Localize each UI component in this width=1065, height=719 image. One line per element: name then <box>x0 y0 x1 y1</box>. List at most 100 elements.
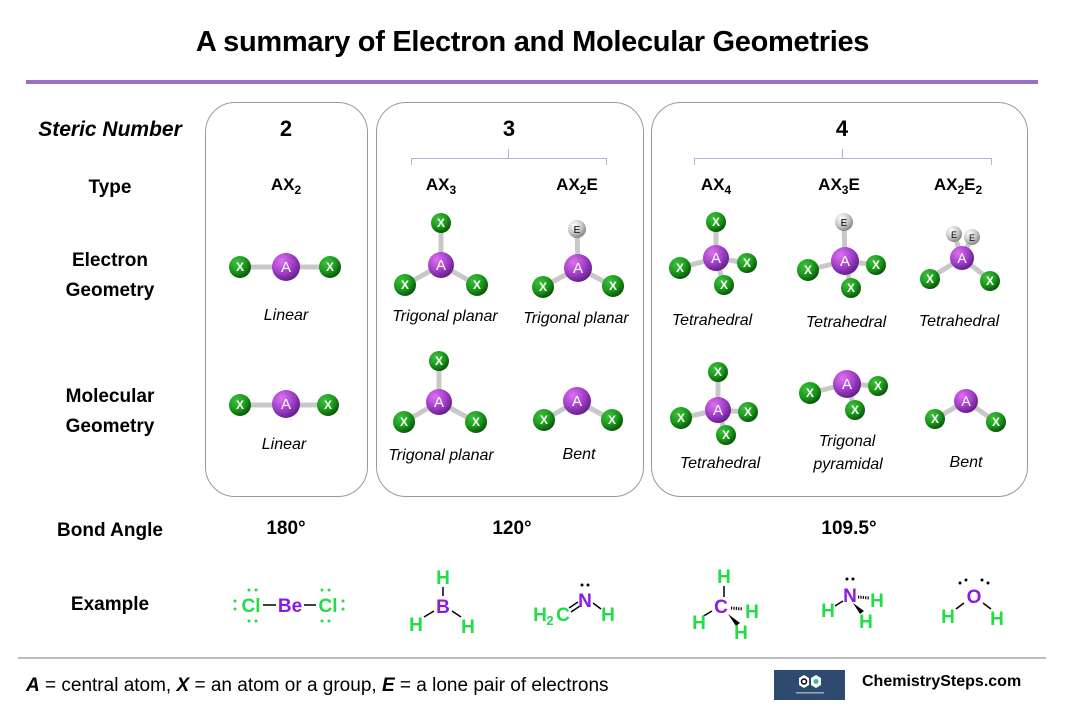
bond-angle-180: 180° <box>266 518 306 539</box>
svg-text:X: X <box>992 415 1000 429</box>
electron-geometry-trigonal-planar-2: Trigonal planar <box>523 310 629 327</box>
brand-logo <box>774 670 845 700</box>
example-bh3: H B H H <box>409 568 475 638</box>
bracket-tick-3 <box>508 149 510 158</box>
bracket-steric-4 <box>694 158 992 165</box>
svg-text:X: X <box>677 411 685 425</box>
svg-text:H: H <box>533 605 547 626</box>
row-label-bond-angle: Bond Angle <box>57 520 163 541</box>
legend-key-e: E <box>381 675 395 696</box>
svg-text:X: X <box>722 428 730 442</box>
svg-text:H: H <box>734 623 748 644</box>
svg-text:A: A <box>572 393 582 410</box>
example-water: O H H <box>941 578 1004 630</box>
svg-text:A: A <box>713 402 723 419</box>
svg-text:A: A <box>436 257 446 274</box>
svg-text:A: A <box>842 376 852 393</box>
svg-text:E: E <box>969 233 975 243</box>
svg-text:N: N <box>578 591 592 612</box>
row-label-electron-geometry-2: Geometry <box>65 280 155 301</box>
row-label-electron-geometry-1: Electron <box>71 250 149 271</box>
molecular-geometry-linear: Linear <box>261 436 307 453</box>
svg-text:A: A <box>434 394 444 411</box>
svg-text:B: B <box>436 597 450 618</box>
legend-key-x: X <box>176 675 190 696</box>
svg-text:X: X <box>743 256 751 270</box>
svg-text:X: X <box>400 415 408 429</box>
svg-text:X: X <box>720 278 728 292</box>
svg-text:X: X <box>539 280 547 294</box>
svg-text:A: A <box>711 250 721 267</box>
svg-text:X: X <box>236 260 244 274</box>
svg-text:A: A <box>281 259 291 276</box>
hexagon-logo-icon <box>796 675 824 694</box>
molecular-geometry-tetrahedral: Tetrahedral <box>679 455 761 472</box>
molecular-geometry-bent-1: Bent <box>562 446 596 463</box>
example-methane: H C H H H <box>692 567 759 644</box>
svg-text:E: E <box>574 225 581 236</box>
type-ax2: AX2 <box>270 175 302 197</box>
svg-text:X: X <box>804 263 812 277</box>
row-label-steric-number: Steric Number <box>38 118 182 141</box>
group-box-steric-4 <box>651 102 1028 497</box>
svg-text:E: E <box>951 230 957 240</box>
svg-text:A: A <box>840 253 850 270</box>
row-label-example: Example <box>70 594 150 615</box>
svg-text:H: H <box>601 605 615 626</box>
svg-text:X: X <box>986 274 994 288</box>
svg-text:Be: Be <box>278 596 302 617</box>
brand-name: ChemistrySteps.com <box>862 673 1022 690</box>
svg-text:X: X <box>926 272 934 286</box>
group-box-steric-2 <box>205 102 368 497</box>
svg-text:H: H <box>941 607 955 628</box>
page-title: A summary of Electron and Molecular Geom… <box>195 26 870 58</box>
svg-text:A: A <box>961 393 971 409</box>
footer-divider <box>18 657 1046 659</box>
svg-text:H: H <box>717 567 731 588</box>
svg-text:A: A <box>573 260 583 277</box>
bracket-tick-4 <box>842 149 844 158</box>
x-atom <box>229 256 251 278</box>
molecular-geometry-trigonal-pyramidal-1: Trigonal <box>818 433 876 450</box>
svg-text:X: X <box>744 405 752 419</box>
electron-geometry-linear: Linear <box>263 307 309 324</box>
electron-geometry-trigonal-planar-1: Trigonal planar <box>392 308 498 325</box>
svg-text:2: 2 <box>546 613 553 628</box>
svg-text:X: X <box>540 413 548 427</box>
legend: A = central atom, X = an atom or a group… <box>26 675 609 696</box>
svg-text:H: H <box>870 591 884 612</box>
type-ax3e: AX3E <box>818 175 860 197</box>
row-label-molecular-geometry-2: Geometry <box>65 416 155 437</box>
electron-geometry-tetrahedral-1: Tetrahedral <box>671 312 753 329</box>
svg-text:X: X <box>401 278 409 292</box>
svg-text:H: H <box>859 612 873 633</box>
svg-text:X: X <box>847 281 855 295</box>
molecular-geometry-trigonal-planar: Trigonal planar <box>388 447 494 464</box>
svg-text:Cl: Cl <box>242 596 261 617</box>
svg-text:X: X <box>437 216 445 230</box>
svg-text:X: X <box>435 354 443 368</box>
type-ax4: AX4 <box>700 175 732 197</box>
svg-text:X: X <box>931 412 939 426</box>
svg-text:E: E <box>841 218 848 229</box>
svg-text:H: H <box>990 609 1004 630</box>
svg-text:X: X <box>236 398 244 412</box>
svg-text:C: C <box>556 605 570 626</box>
svg-text:H: H <box>409 615 423 636</box>
legend-key-a: A <box>26 675 40 696</box>
type-ax3: AX3 <box>425 175 457 197</box>
bond-angle-109-5: 109.5° <box>821 518 877 539</box>
svg-text:N: N <box>843 586 857 607</box>
molecular-geometry-bent-2: Bent <box>949 454 983 471</box>
svg-text:H: H <box>692 613 706 634</box>
svg-text:X: X <box>712 215 720 229</box>
electron-geometry-tetrahedral-3: Tetrahedral <box>918 313 1000 330</box>
svg-text:X: X <box>326 260 334 274</box>
type-ax2e2: AX2E2 <box>933 175 983 197</box>
title-divider <box>26 80 1038 84</box>
svg-text:A: A <box>957 250 967 266</box>
svg-text:H: H <box>745 602 759 623</box>
svg-text:H: H <box>436 568 450 589</box>
steric-number-2: 2 <box>279 116 293 141</box>
